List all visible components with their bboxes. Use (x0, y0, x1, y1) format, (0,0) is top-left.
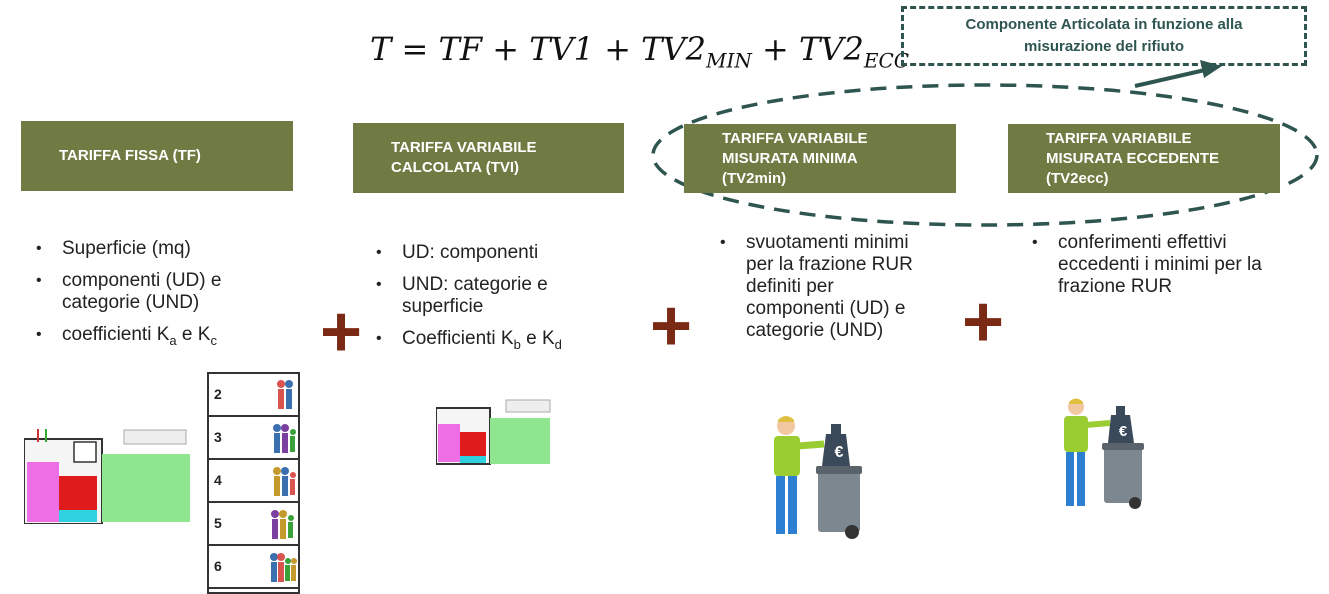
person-bin-illustration: € (1056, 395, 1148, 513)
formula-plus: + (751, 30, 800, 68)
table-row: 5 (209, 503, 298, 546)
plus-sign: + (650, 286, 693, 366)
formula-term-tv2min: TV2 (641, 30, 706, 68)
header-box-tf: TARIFFA FISSA (TF) (21, 121, 293, 191)
person-bin-icon (774, 416, 862, 539)
callout-arrow-line (1134, 68, 1206, 88)
table-row: 3 (209, 417, 298, 460)
euro-icon: € (834, 444, 844, 461)
family-people-icon (270, 380, 297, 582)
bullet-item: UD: componenti (376, 242, 596, 264)
table-row: 6 (209, 546, 298, 589)
header-line: TARIFFA FISSA (TF) (59, 147, 201, 164)
header-line: MISURATA ECCEDENTE (1046, 150, 1220, 167)
header-box-tv1: TARIFFA VARIABILE CALCOLATA (TVI) (353, 123, 624, 193)
bullet-list-tv2min: svuotamenti minimi per la frazione RUR d… (720, 232, 935, 352)
header-box-tv2ecc: TARIFFA VARIABILE MISURATA ECCEDENTE (TV… (1008, 124, 1280, 193)
formula-plus: + (482, 30, 530, 68)
header-line: TARIFFA VARIABILE (1046, 130, 1192, 147)
person-bin-illustration: € (766, 412, 866, 542)
bullet-list-tf: Superficie (mq) componenti (UD) e catego… (36, 238, 286, 362)
bullet-list-tv2ecc: conferimenti effettivi eccedenti i minim… (1032, 232, 1282, 308)
formula-term-t: T (370, 30, 392, 68)
floor-plan-icon (24, 429, 190, 524)
formula: T = TF + TV1 + TV2MIN + TV2ECC (370, 30, 909, 72)
bullet-item: conferimenti effettivi eccedenti i minim… (1032, 232, 1282, 298)
formula-plus: + (594, 30, 642, 68)
header-line: CALCOLATA (TVI) (391, 159, 520, 176)
floor-plan-small-icon (436, 399, 551, 465)
header-line: TARIFFA VARIABILE (391, 139, 537, 156)
bullet-item: Coefficienti Kb e Kd (376, 328, 596, 356)
table-row: 2 (209, 374, 298, 417)
callout-line-2: misurazione del rifiuto (1023, 38, 1185, 55)
plus-sign: + (320, 292, 363, 372)
household-size-table: 2 3 4 5 6 (207, 372, 300, 594)
header-line: (TV2min) (722, 170, 787, 187)
callout-arrow-head (1200, 60, 1222, 78)
formula-term-tv2ecc: TV2 (799, 30, 864, 68)
euro-icon: € (1118, 423, 1128, 440)
callout-box: Componente Articolata in funzione alla m… (901, 6, 1307, 66)
bullet-item: svuotamenti minimi per la frazione RUR d… (720, 232, 935, 342)
bullet-item: UND: categorie e superficie (376, 274, 596, 318)
header-line: (TV2ecc) (1046, 170, 1109, 187)
header-line: TARIFFA VARIABILE (722, 130, 868, 147)
bullet-list-tv1: UD: componenti UND: categorie e superfic… (376, 242, 596, 366)
grouping-ellipse (651, 83, 1319, 227)
header-box-tv2min: TARIFFA VARIABILE MISURATA MINIMA (TV2mi… (684, 124, 956, 193)
plus-sign: + (962, 282, 1005, 362)
bullet-item: coefficienti Ka e Kc (36, 324, 286, 352)
bullet-item: Superficie (mq) (36, 238, 286, 260)
formula-term-tv1: TV1 (529, 30, 595, 68)
formula-sub-min: MIN (705, 48, 752, 73)
person-bin-icon (1064, 398, 1144, 509)
header-line: MISURATA MINIMA (722, 150, 858, 167)
callout-line-1: Componente Articolata in funzione alla (965, 16, 1243, 33)
formula-term-tf: TF (438, 30, 483, 68)
table-row: 4 (209, 460, 298, 503)
bullet-item: componenti (UD) e categorie (UND) (36, 270, 286, 314)
formula-equals: = (391, 30, 439, 68)
